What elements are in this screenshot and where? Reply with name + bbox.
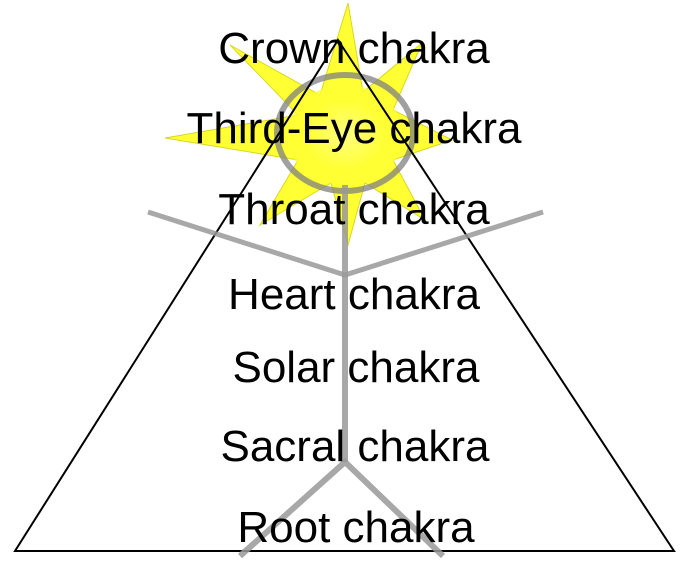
- label-solar-chakra: Solar chakra: [232, 346, 479, 390]
- label-sacral-chakra: Sacral chakra: [220, 425, 489, 469]
- label-throat-chakra: Throat chakra: [218, 188, 489, 232]
- label-root-chakra: Root chakra: [237, 506, 474, 550]
- label-crown-chakra: Crown chakra: [218, 27, 489, 71]
- label-third-eye-chakra: Third-Eye chakra: [186, 107, 521, 151]
- label-heart-chakra: Heart chakra: [228, 273, 480, 317]
